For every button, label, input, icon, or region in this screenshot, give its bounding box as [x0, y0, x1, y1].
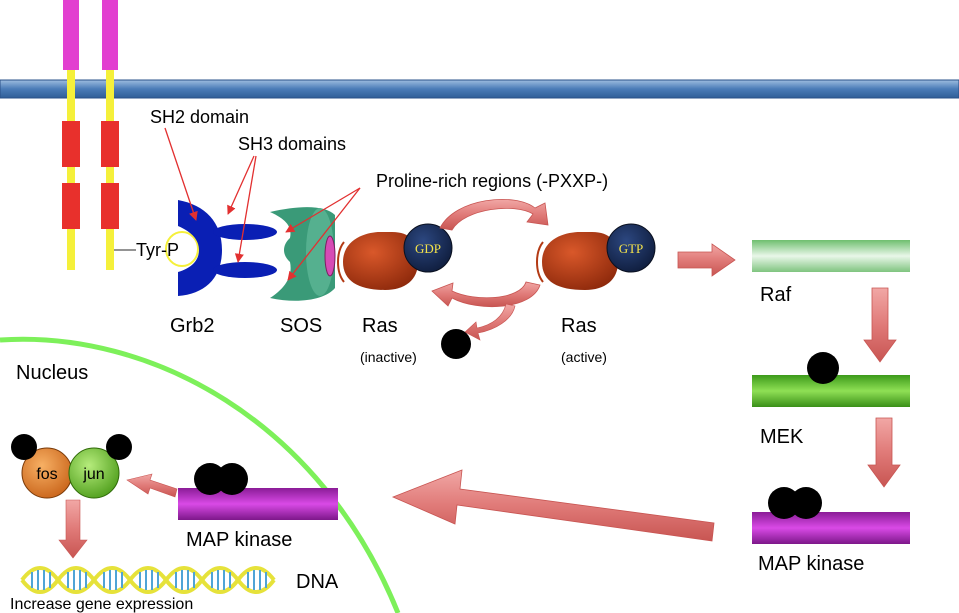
fos-phosphate [11, 434, 37, 460]
ras-inactive-state: (inactive) [360, 349, 417, 365]
mek-phosphate [807, 352, 839, 384]
sh3-domains-label: SH3 domains [238, 134, 346, 154]
exchange-arrow-top [439, 198, 549, 231]
map-kinase-cyto [752, 512, 910, 544]
ras-active: GTP [536, 223, 656, 290]
tyr-p-pocket [165, 231, 199, 267]
gtp-label: GTP [619, 241, 644, 256]
ras-inactive-label: Ras [362, 315, 398, 337]
grb2-label: Grb2 [170, 315, 214, 337]
jun-label: jun [82, 466, 104, 483]
mapk-cyto-phosphate-2 [790, 487, 822, 519]
mek-phosphate-label: P [819, 362, 827, 376]
map-kinase-cyto-label: MAP kinase [758, 553, 864, 575]
annotation-pointers [164, 127, 361, 281]
ras-to-raf-arrow [677, 243, 736, 277]
grb2-protein [178, 200, 277, 296]
mapk-to-tf-arrow [126, 473, 178, 498]
tf-to-dna-arrow [58, 499, 88, 559]
mapk-nuc-p2-label: P [228, 473, 236, 487]
pi-molecule [441, 329, 471, 359]
mapk-nuc-p1-label: P [206, 473, 214, 487]
dna-helix [20, 566, 276, 594]
gdp-molecule [403, 223, 453, 273]
ras-active-label: Ras [561, 315, 597, 337]
jun-phosphate-label: P [115, 442, 122, 454]
exchange-arrow-bottom [431, 281, 541, 307]
mapk-cyto-p2-label: P [802, 497, 810, 511]
mapk-cyto-phosphate-1 [768, 487, 800, 519]
gtp-molecule [606, 223, 656, 273]
receptor-left [62, 0, 80, 270]
raf-label: Raf [760, 284, 792, 306]
dna-label: DNA [296, 571, 339, 593]
ras-inactive: GDP [337, 223, 453, 290]
raf-protein [752, 240, 910, 272]
jun-protein [68, 447, 120, 499]
proline-rich-label: Proline-rich regions (-PXXP-) [376, 171, 608, 191]
plasma-membrane [0, 79, 959, 99]
mapk-nuc-phosphate-2 [216, 463, 248, 495]
gdp-label: GDP [415, 241, 441, 256]
fos-phosphate-label: P [20, 442, 27, 454]
raf-to-mek-arrow [863, 287, 897, 363]
gene-expression-label: Increase gene expression [10, 596, 193, 613]
mapk-nuc-phosphate-1 [194, 463, 226, 495]
nucleus-label: Nucleus [16, 362, 88, 384]
fos-label: fos [36, 466, 57, 483]
mek-label: MEK [760, 426, 804, 448]
sh2-domain-label: SH2 domain [150, 107, 249, 127]
map-kinase-nuc-label: MAP kinase [186, 529, 292, 551]
sos-protein [270, 207, 336, 301]
pi-release-arrow [464, 303, 516, 341]
receptor-right [101, 0, 119, 270]
sos-label: SOS [280, 315, 322, 337]
tyr-p-label: Tyr-P [136, 240, 179, 260]
mek-to-mapk-arrow [867, 417, 901, 488]
nucleus-envelope [0, 336, 401, 613]
ras-active-state: (active) [561, 349, 607, 365]
mapk-cyto-p1-label: P [780, 497, 788, 511]
pi-label: Pi [451, 338, 462, 352]
translocation-arrow [391, 469, 715, 542]
jun-phosphate [106, 434, 132, 460]
